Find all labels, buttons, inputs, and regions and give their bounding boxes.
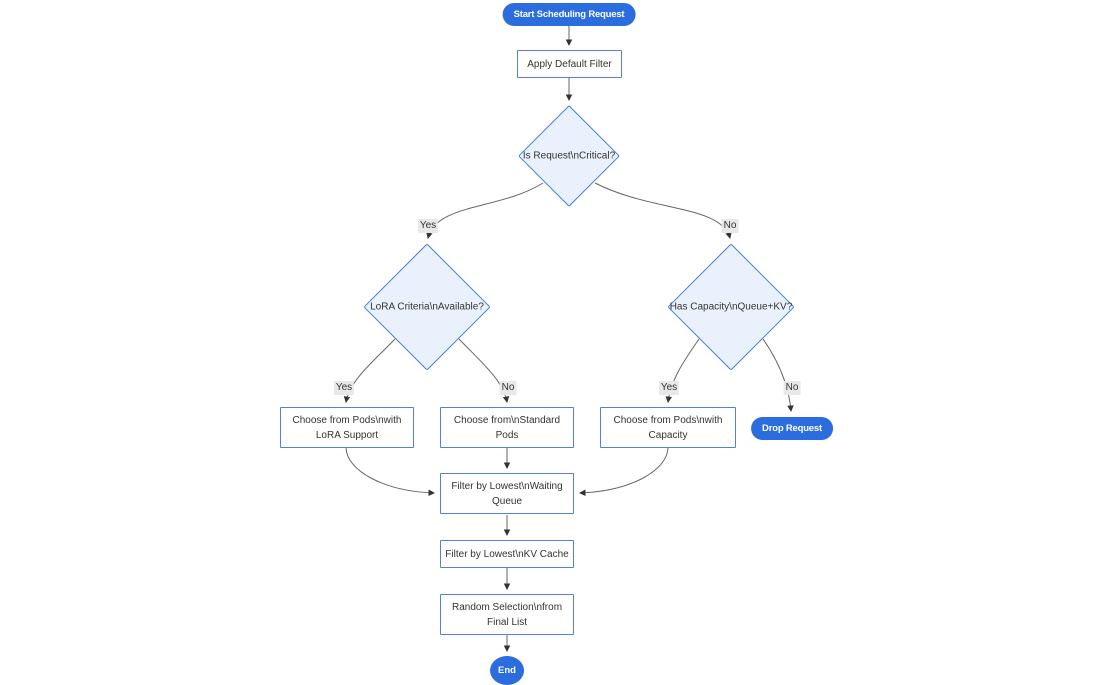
node-random-selection: Random Selection\nfrom Final List xyxy=(440,594,574,635)
node-apply-default-filter: Apply Default Filter xyxy=(517,50,622,78)
edge-label-capacity-no: No xyxy=(783,381,801,395)
edge-lorapods-filter xyxy=(345,447,435,497)
edge-critical-yes xyxy=(426,182,544,239)
node-start: Start Scheduling Request xyxy=(502,3,636,26)
node-end: End xyxy=(490,656,524,685)
edge-label-capacity-yes: Yes xyxy=(658,381,680,395)
edge-critical-no xyxy=(594,182,732,239)
node-choose-lora-pods: Choose from Pods\nwith LoRA Support xyxy=(280,407,414,448)
edge-label-critical-no: No xyxy=(721,219,739,233)
node-lora-criteria-available: LoRA Criteria\nAvailable? xyxy=(363,243,491,371)
edge-label-critical-yes: Yes xyxy=(417,219,439,233)
node-has-capacity-queue-kv: Has Capacity\nQueue+KV? xyxy=(667,243,795,371)
edge-capacitypods-filter xyxy=(579,447,669,497)
edge-label-lora-yes: Yes xyxy=(333,381,355,395)
node-drop-request: Drop Request xyxy=(751,417,833,440)
decision-label: Is Request\nCritical? xyxy=(522,150,616,162)
edge-label-lora-no: No xyxy=(499,381,517,395)
decision-label: LoRA Criteria\nAvailable? xyxy=(370,301,484,313)
node-choose-capacity-pods: Choose from Pods\nwith Capacity xyxy=(600,407,736,448)
decision-label: Has Capacity\nQueue+KV? xyxy=(669,301,793,313)
node-filter-kv-cache: Filter by Lowest\nKV Cache xyxy=(440,540,574,568)
node-is-request-critical: Is Request\nCritical? xyxy=(518,105,620,207)
node-choose-standard-pods: Choose from\nStandard Pods xyxy=(440,407,574,448)
node-filter-waiting-queue: Filter by Lowest\nWaiting Queue xyxy=(440,473,574,514)
